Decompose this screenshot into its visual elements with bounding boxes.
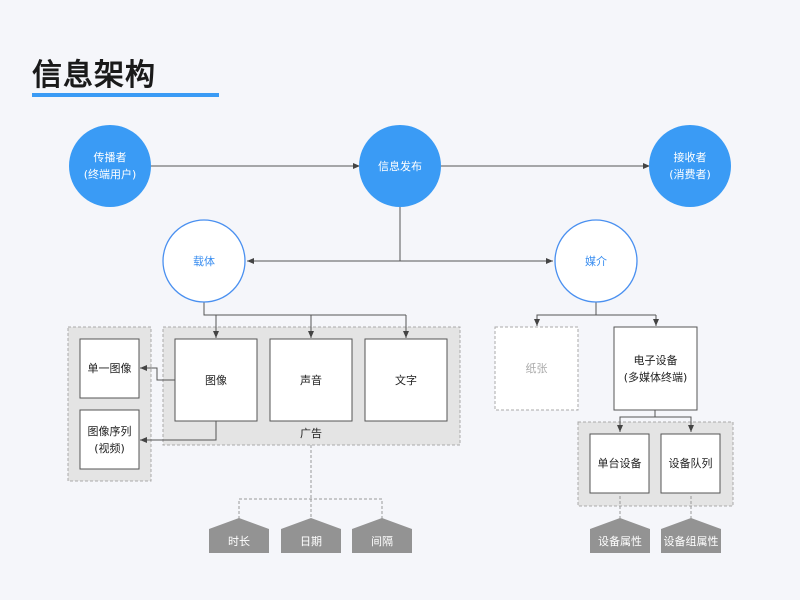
node-device-queue[interactable]: [660, 433, 721, 494]
edge-to-paper: [534, 314, 596, 326]
node-image[interactable]: [174, 338, 258, 422]
node-single-device[interactable]: [589, 433, 650, 494]
node-medium[interactable]: [554, 219, 638, 303]
edge-image-sequence: [140, 421, 217, 443]
edge-device-bus: [617, 410, 656, 432]
node-paper[interactable]: [494, 326, 579, 411]
node-receiver[interactable]: [649, 125, 731, 207]
edge-medium-bus: [595, 302, 656, 316]
title-underline: [32, 93, 219, 97]
page-title: 信息架构: [32, 58, 156, 93]
node-publish[interactable]: [359, 125, 441, 207]
node-carrier[interactable]: [162, 219, 246, 303]
node-single-image[interactable]: [79, 338, 140, 399]
attribute-ad-1[interactable]: [281, 518, 341, 553]
edge-carrier-bus: [203, 302, 406, 316]
node-sender[interactable]: [69, 125, 151, 207]
attribute-ad-0[interactable]: [209, 518, 269, 553]
node-text[interactable]: [364, 338, 448, 422]
node-image-sequence[interactable]: [79, 409, 140, 470]
node-electronic-device[interactable]: [613, 326, 698, 411]
edge-image-single: [140, 365, 175, 381]
attribute-ad-2[interactable]: [352, 518, 412, 553]
attribute-device-0[interactable]: [590, 518, 650, 553]
edge-device-queue: [655, 416, 694, 432]
attribute-device-1[interactable]: [661, 518, 721, 553]
node-sound[interactable]: [269, 338, 353, 422]
